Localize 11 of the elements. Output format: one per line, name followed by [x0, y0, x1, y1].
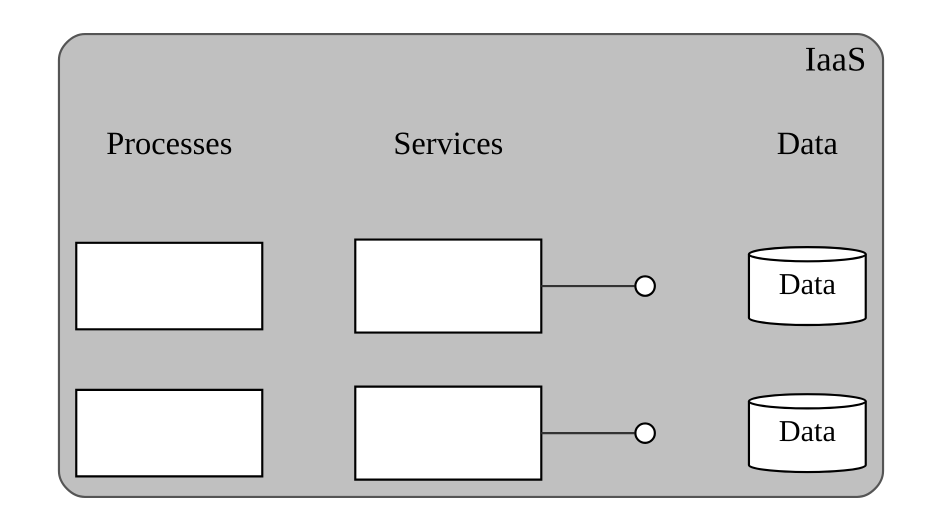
- connector: [540, 432, 634, 434]
- node-box: [74, 388, 263, 478]
- label: Services: [392, 126, 503, 162]
- connector: [540, 284, 634, 288]
- node-box: [354, 238, 542, 334]
- node-circle: [634, 275, 656, 297]
- label: Data: [776, 126, 838, 162]
- node-circle: [634, 422, 656, 444]
- node-box: [74, 242, 263, 330]
- label: Processes: [106, 126, 232, 162]
- node-box: [354, 386, 542, 481]
